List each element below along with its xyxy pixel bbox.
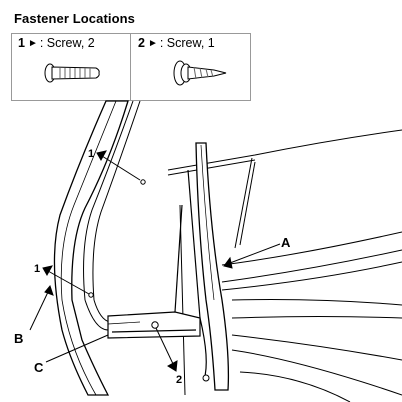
arrow-b-icon	[44, 284, 54, 296]
arrow-a-icon	[223, 256, 233, 269]
legend-item-1-number: 1	[18, 36, 25, 50]
fastener-hole-2	[151, 321, 159, 329]
legend-item-screw-1: 1►: Screw, 2	[18, 36, 95, 50]
legend-item-2-text: : Screw, 1	[159, 36, 215, 50]
legend-item-screw-2: 2►: Screw, 1	[138, 36, 215, 50]
callout-fastener-1-upper: 1	[88, 148, 94, 160]
callout-fastener-2: 2	[176, 374, 182, 386]
legend-item-1-text: : Screw, 2	[39, 36, 95, 50]
leader-lines	[29, 150, 281, 372]
door-glass-outline	[167, 129, 402, 402]
legend-item-2-pointer-icon: ►	[147, 38, 158, 49]
legend-item-2-number: 2	[138, 36, 145, 50]
legend-item-1-pointer-icon: ►	[27, 38, 38, 49]
garnish-a	[195, 142, 230, 391]
callout-b: B	[14, 331, 23, 346]
fastener-hole-1-lower	[88, 292, 94, 298]
callout-c: C	[34, 360, 44, 375]
arrow-1-lower-icon	[42, 265, 53, 277]
clip-hole	[202, 374, 210, 382]
screw-2-icon	[173, 60, 227, 86]
fastener-hole-1-upper	[140, 179, 146, 185]
screw-1-icon	[44, 63, 100, 83]
pillar-trim-inner	[83, 100, 141, 331]
fastener-legend-box	[11, 33, 251, 101]
pillar-trim-b	[53, 100, 129, 396]
legend-title: Fastener Locations	[14, 11, 135, 26]
arrow-1-upper-icon	[96, 150, 107, 162]
fastener-points	[88, 179, 210, 382]
triangle-trim-c	[107, 169, 207, 381]
legend-divider	[130, 33, 131, 101]
callout-fastener-1-lower: 1	[34, 263, 40, 275]
callout-a: A	[281, 235, 291, 250]
arrow-2-icon	[167, 360, 178, 372]
